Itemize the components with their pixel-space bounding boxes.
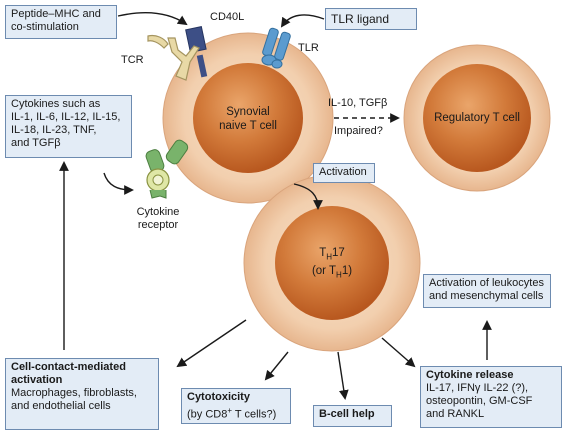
arrow-to-cytotoxicity (264, 351, 289, 381)
arrow-to-cytokine-receptor (103, 172, 134, 195)
tcr-receptor-icon (147, 34, 200, 81)
cd40l-receptor-icon (185, 26, 208, 78)
regulatory-t-cell (403, 44, 551, 192)
label-cytokine-receptor: Cytokine receptor (136, 206, 180, 231)
box-activation: Activation (313, 163, 375, 183)
box-activation-leukocytes: Activation of leukocytes and mesenchymal… (423, 274, 551, 308)
naive-t-cell-label: Synovial naive T cell (219, 106, 277, 132)
th17-cell-label: TH17 (or TH1) (311, 247, 353, 280)
box-cytokines-input: Cytokines such as IL-1, IL-6, IL-12, IL-… (5, 95, 132, 158)
label-tcr: TCR (121, 54, 144, 66)
label-il10-tgfb: IL-10, TGFβ (328, 97, 388, 109)
box-cell-contact-activation: Cell-contact-mediated activation Macroph… (5, 358, 159, 430)
arrow-tlr-ligand-to-tlr (280, 14, 325, 28)
box-tlr-ligand: TLR ligand (325, 8, 417, 30)
cytokine-receptor-icon (145, 139, 189, 199)
arrow-activation (293, 183, 323, 210)
arrow-to-b-cell-help (337, 351, 349, 400)
box-cytokine-release: Cytokine release IL-17, IFNγ IL-22 (?), … (420, 366, 562, 428)
arrow-peptide-to-cd40l (117, 12, 188, 26)
tlr-receptor-icon (261, 27, 291, 69)
box-cytotoxicity: Cytotoxicity (by CD8+ T cells?) (181, 388, 291, 424)
label-cd40l: CD40L (210, 11, 245, 23)
th17-cell (243, 174, 421, 352)
label-tlr: TLR (298, 42, 319, 54)
arrow-to-cell-contact (176, 319, 247, 368)
regulatory-t-cell-label: Regulatory T cell (434, 112, 520, 124)
arrows (59, 12, 492, 400)
label-impaired: Impaired? (334, 125, 383, 137)
box-peptide-mhc: Peptide–MHC and co-stimulation (5, 5, 117, 39)
box-b-cell-help: B-cell help (313, 405, 392, 427)
arrow-to-cytokine-release (381, 337, 416, 368)
